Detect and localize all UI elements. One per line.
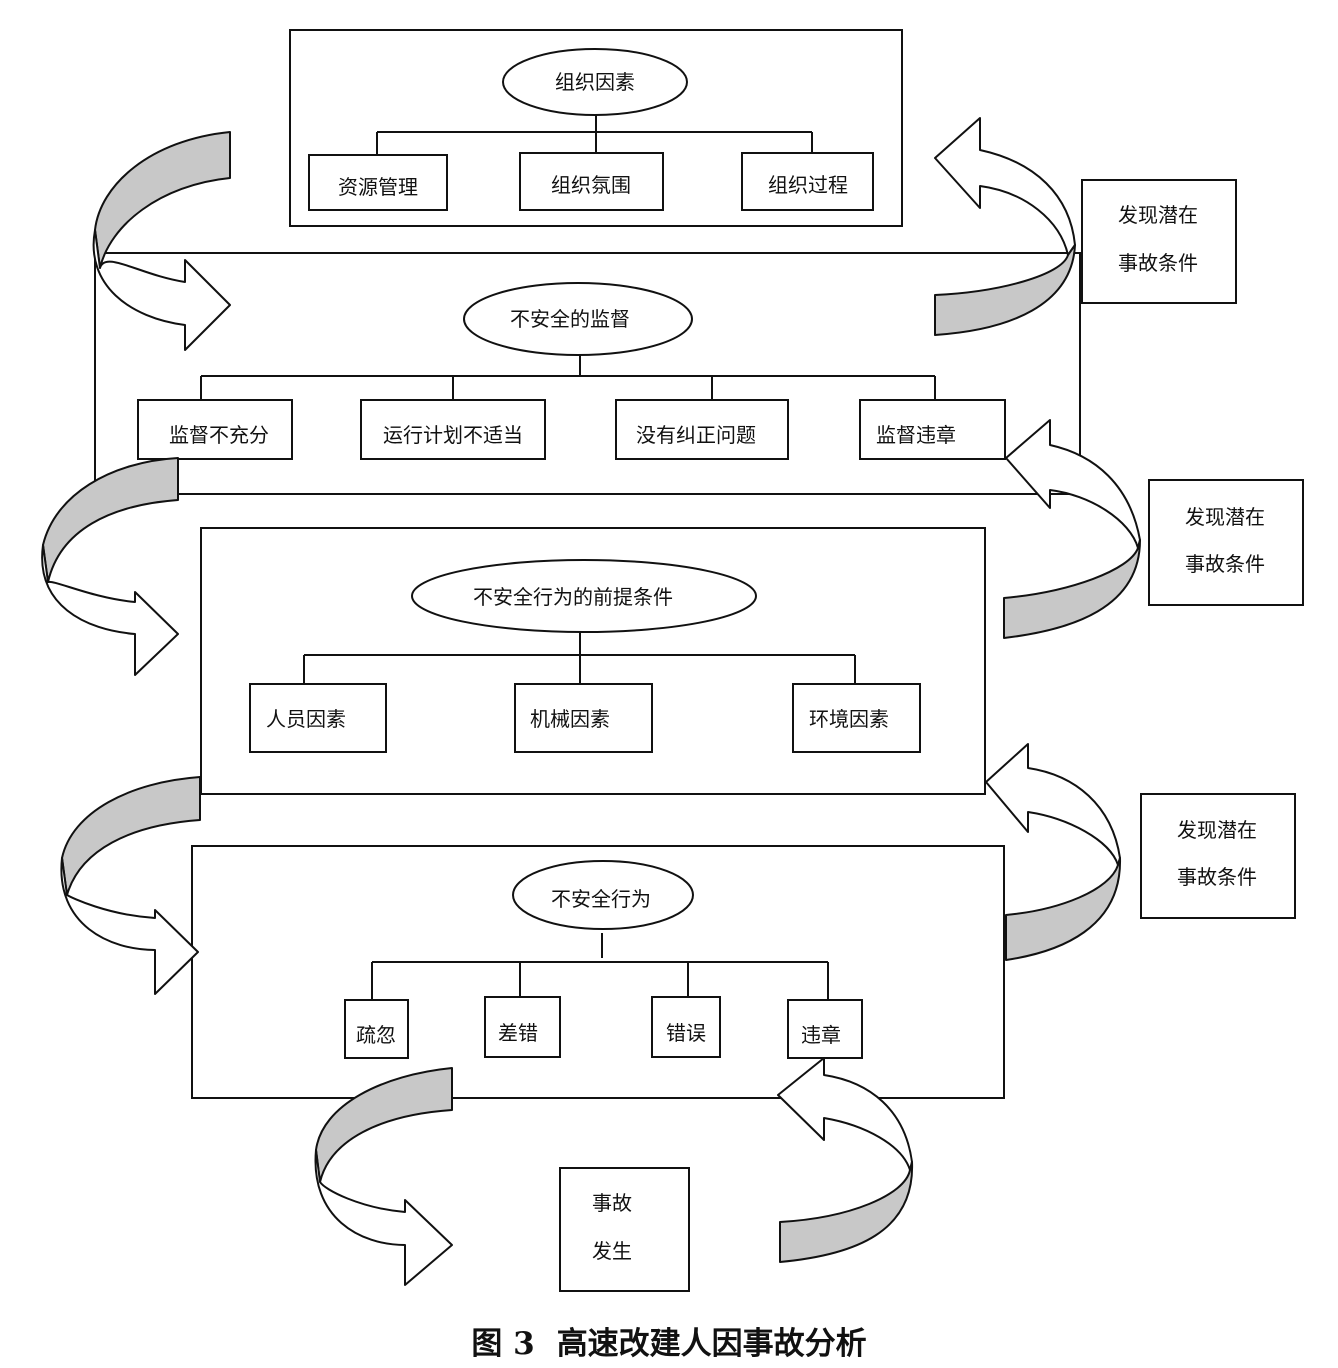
supervision-item-box: [137, 399, 293, 460]
curved-arrow-icon: [1003, 419, 1141, 639]
preconditions-item-box: [792, 683, 921, 753]
acts-item-box: [484, 996, 561, 1058]
curved-arrow-icon: [92, 131, 231, 351]
supervision-connector: [200, 355, 936, 402]
supervision-item-label: 监督违章: [876, 423, 956, 447]
supervision-title-ellipse: [463, 282, 693, 356]
side-note-line: 事故条件: [1118, 251, 1198, 275]
preconditions-title: 不安全行为的前提条件: [473, 585, 673, 609]
accident-outcome-line: 事故: [592, 1191, 632, 1215]
side-note-line: 发现潜在: [1118, 203, 1198, 227]
figure-caption: 图 3 高速改建人因事故分析: [0, 1318, 1338, 1363]
supervision-item-box: [615, 399, 789, 460]
figure-caption-label: 图 3: [471, 1326, 535, 1362]
organizational-title: 组织因素: [555, 70, 635, 94]
preconditions-item-label: 环境因素: [809, 707, 889, 731]
acts-item-label: 差错: [498, 1021, 538, 1045]
organizational-item-label: 组织过程: [768, 173, 848, 197]
acts-title: 不安全行为: [551, 887, 651, 911]
preconditions-item-label: 机械因素: [530, 707, 610, 731]
accident-outcome: 事故 发生: [559, 1167, 690, 1292]
supervision-item-box: [360, 399, 546, 460]
side-note-box: [1148, 479, 1304, 606]
curved-arrow-icon: [777, 1057, 914, 1263]
level-supervision: 不安全的监督 监督不充分 运行计划不适当 没有纠正问题 监督违章: [94, 252, 1081, 495]
acts-item-box: [651, 996, 721, 1058]
curved-arrow-icon: [934, 117, 1076, 336]
curved-arrow-icon: [41, 457, 179, 676]
figure-caption-title: 高速改建人因事故分析: [556, 1326, 867, 1362]
supervision-item-label: 监督不充分: [169, 423, 269, 447]
organizational-item-box: [741, 152, 874, 211]
acts-item-label: 疏忽: [356, 1023, 396, 1047]
acts-connector: [371, 933, 829, 1000]
acts-title-ellipse: [512, 860, 694, 930]
acts-item-label: 错误: [666, 1021, 706, 1045]
organizational-item-label: 资源管理: [338, 175, 418, 199]
hfacs-diagram: 组织因素 资源管理 组织氛围 组织过程 不安全的监督 监督不充分 运行计划不适当…: [41, 29, 1304, 1292]
supervision-title: 不安全的监督: [510, 307, 630, 331]
preconditions-item-box: [249, 683, 387, 753]
level-preconditions: 不安全行为的前提条件 人员因素 机械因素 环境因素: [200, 527, 986, 795]
side-note: 发现潜在 事故条件: [1140, 793, 1296, 919]
acts-item-box: [344, 999, 409, 1059]
side-note-line: 事故条件: [1177, 865, 1257, 889]
supervision-item-label: 没有纠正问题: [636, 423, 756, 447]
side-note-box: [1081, 179, 1237, 304]
preconditions-item-label: 人员因素: [266, 707, 346, 731]
organizational-item-label: 组织氛围: [551, 173, 631, 197]
supervision-item-label: 运行计划不适当: [383, 423, 523, 447]
side-note-line: 发现潜在: [1185, 505, 1265, 529]
accident-outcome-line: 发生: [592, 1239, 632, 1263]
preconditions-item-box: [514, 683, 653, 753]
supervision-item-box: [859, 399, 1006, 460]
side-note-box: [1140, 793, 1296, 919]
side-note: 发现潜在 事故条件: [1081, 179, 1237, 304]
level-organizational: 组织因素 资源管理 组织氛围 组织过程: [289, 29, 903, 227]
acts-item-label: 违章: [801, 1023, 841, 1047]
accident-outcome-box: [559, 1167, 690, 1292]
acts-item-box: [787, 999, 863, 1059]
side-note-line: 事故条件: [1185, 552, 1265, 576]
side-note-line: 发现潜在: [1177, 818, 1257, 842]
curved-arrow-icon: [985, 743, 1122, 961]
preconditions-title-ellipse: [411, 559, 757, 633]
curved-arrow-icon: [314, 1067, 453, 1286]
organizational-connector: [376, 115, 813, 155]
side-note: 发现潜在 事故条件: [1148, 479, 1304, 606]
preconditions-connector: [303, 632, 856, 685]
level-acts: 不安全行为 疏忽 差错 错误 违章: [191, 845, 1005, 1099]
curved-arrow-icon: [60, 776, 201, 995]
organizational-item-box: [519, 152, 664, 211]
organizational-item-box: [308, 154, 448, 211]
